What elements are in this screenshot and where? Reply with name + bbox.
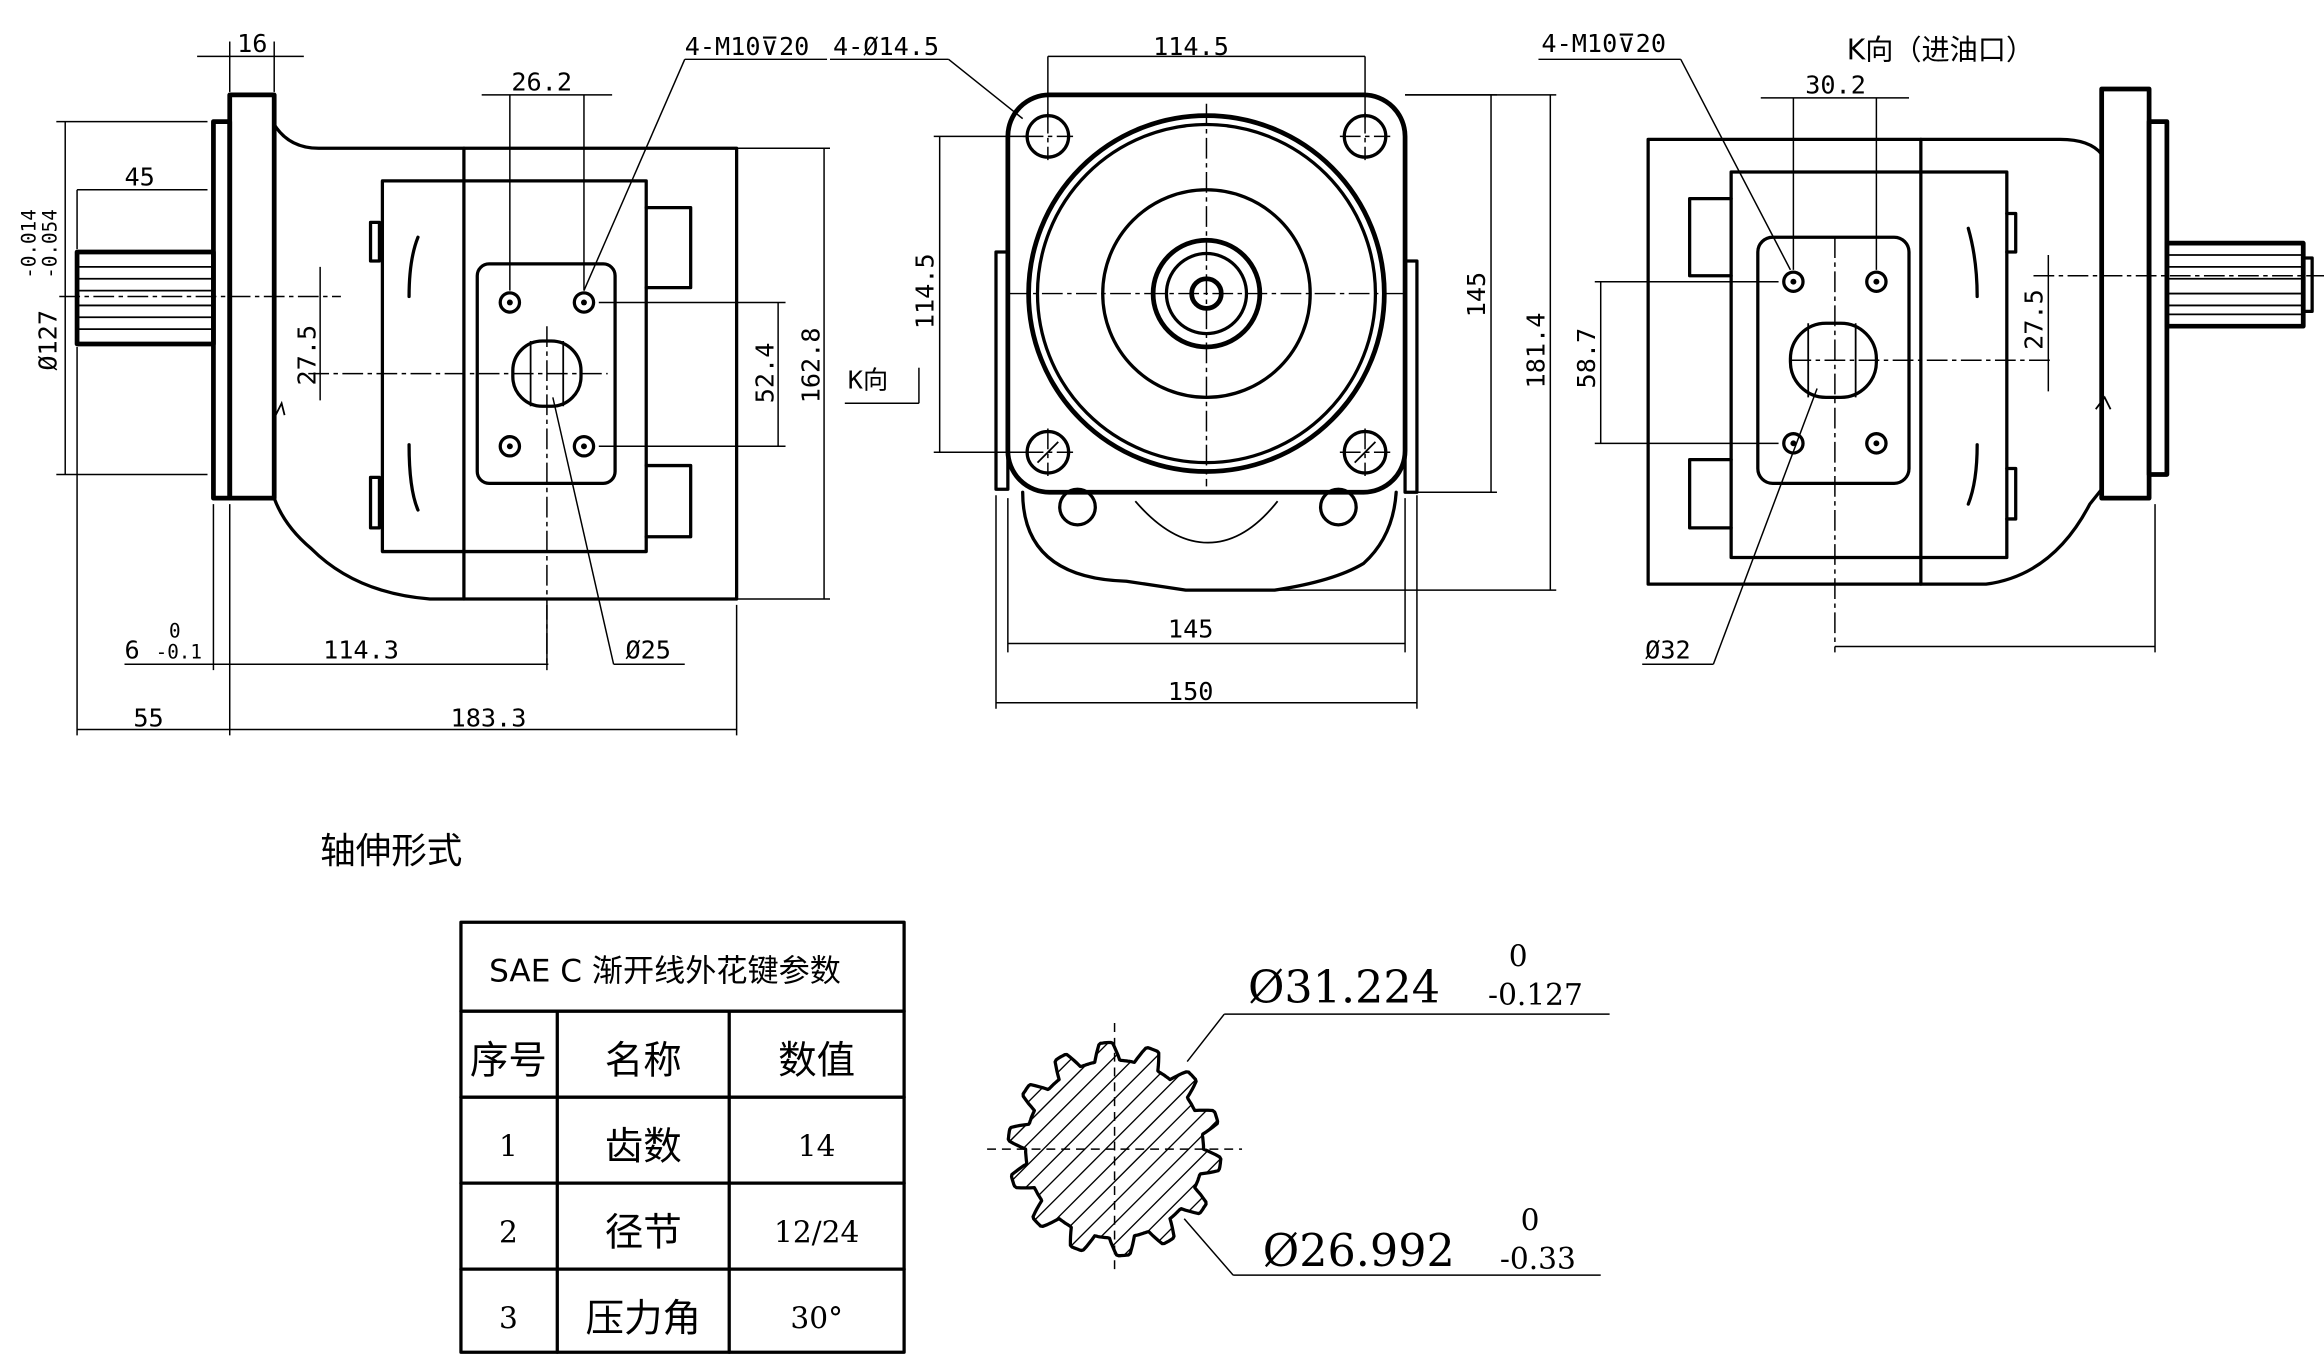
table-cell: 2 bbox=[499, 1214, 518, 1249]
dim-port-pos-left: 114.3 bbox=[323, 635, 399, 664]
table-cell: 径节 bbox=[605, 1210, 682, 1255]
relief-arc-bottom bbox=[407, 443, 420, 512]
body-plate bbox=[380, 179, 648, 554]
front-view bbox=[994, 92, 1419, 592]
rear-cover-arc bbox=[1134, 500, 1279, 544]
left-nub-bottom bbox=[368, 475, 382, 530]
shaft-spline-lines bbox=[77, 265, 214, 331]
dim-body-height-left: 162.8 bbox=[797, 327, 826, 403]
dim-offset-left: 27.5 bbox=[293, 325, 322, 386]
dim-port-height-left: 52.4 bbox=[751, 343, 780, 404]
hatch-line bbox=[1117, 1042, 1221, 1256]
side-view bbox=[59, 92, 739, 668]
spline-profile bbox=[1006, 1040, 1223, 1258]
port-bolts-left bbox=[498, 291, 596, 458]
spline-table bbox=[459, 920, 906, 1354]
dim-shaft-ext: 55 bbox=[133, 704, 163, 733]
lug-top-k bbox=[1688, 197, 1733, 278]
dim-pilot-tol-up: -0.014 bbox=[18, 209, 41, 279]
table-title: SAE C 渐开线外花键参数 bbox=[489, 954, 841, 990]
spline-outer-dia: Ø31.224 bbox=[1248, 962, 1440, 1013]
table-cell: 1 bbox=[499, 1128, 518, 1163]
table-header-name: 名称 bbox=[605, 1038, 682, 1083]
table-cell: 3 bbox=[499, 1300, 518, 1335]
side-view-dimensions bbox=[56, 41, 830, 736]
body-plate-k bbox=[1729, 170, 2009, 560]
rear-cover bbox=[1021, 490, 1398, 592]
dim-flange-h: 145 bbox=[1462, 272, 1491, 318]
k-view-dimensions bbox=[1538, 58, 2156, 665]
dim-shaft-len: 45 bbox=[124, 162, 154, 191]
spline-dimensions bbox=[1183, 1013, 1610, 1276]
lug-bottom bbox=[644, 463, 693, 539]
hatch-line bbox=[1008, 1042, 1116, 1256]
dim-port-dia-left: Ø25 bbox=[625, 635, 670, 664]
housing-k bbox=[1646, 137, 2104, 586]
table-cell: 14 bbox=[798, 1128, 836, 1163]
table-header-index: 序号 bbox=[470, 1038, 547, 1083]
spline-root-dia: Ø26.992 bbox=[1263, 1226, 1455, 1277]
table-header-value: 数值 bbox=[778, 1038, 855, 1083]
dim-body-w: 145 bbox=[1168, 615, 1213, 644]
dim-flange-step-lo: -0.1 bbox=[156, 640, 202, 663]
dim-body-h: 181.4 bbox=[1521, 313, 1550, 389]
spline-root-tol-lo: -0.33 bbox=[1500, 1241, 1576, 1276]
spline-outer-tol-up: 0 bbox=[1509, 939, 1528, 974]
lug-top bbox=[644, 205, 693, 290]
dim-port-dia-right: Ø32 bbox=[1645, 635, 1690, 664]
lug-bottom-k bbox=[1688, 457, 1733, 530]
dim-flange-thk: 16 bbox=[237, 29, 267, 58]
rotation-mark bbox=[274, 400, 286, 416]
k-view-arrow-label: K向 bbox=[848, 365, 888, 394]
dim-bolt-pitch-h: 114.5 bbox=[1153, 32, 1229, 61]
dim-total-w: 150 bbox=[1168, 677, 1213, 706]
dim-port-spacing-left: 26.2 bbox=[511, 67, 572, 96]
dim-port-spacing-right: 30.2 bbox=[1805, 70, 1866, 99]
pilot-ring-k bbox=[2146, 119, 2170, 477]
left-nub-top bbox=[368, 220, 382, 263]
k-view-title: K向（进油口） bbox=[1847, 33, 2034, 66]
mounting-flange-k bbox=[2099, 86, 2152, 501]
section-title: 轴伸形式 bbox=[320, 831, 462, 872]
spline-root-tol-up: 0 bbox=[1521, 1203, 1540, 1238]
table-cell: 齿数 bbox=[605, 1124, 682, 1169]
pump-housing bbox=[272, 122, 739, 601]
dim-thread-right: 4-M10⊽20 bbox=[1541, 29, 1666, 58]
dim-flange-step-up: 0 bbox=[169, 620, 181, 643]
dim-offset-right: 27.5 bbox=[2019, 289, 2048, 350]
spline-outer-tol-lo: -0.127 bbox=[1488, 977, 1583, 1012]
pilot-ring bbox=[211, 119, 233, 501]
dim-port-height-right: 58.7 bbox=[1572, 328, 1601, 389]
dim-pilot-tol-lo: -0.054 bbox=[38, 209, 61, 279]
k-view bbox=[1646, 86, 2324, 653]
dim-bolt-holes: 4-Ø14.5 bbox=[833, 32, 939, 61]
rear-bolt-heads bbox=[1058, 487, 1358, 527]
dim-total-len: 183.3 bbox=[451, 704, 527, 733]
table-cell: 12/24 bbox=[774, 1214, 859, 1249]
dim-thread-left: 4-M10⊽20 bbox=[685, 32, 810, 61]
dim-bolt-pitch-v: 114.5 bbox=[911, 253, 940, 329]
front-view-dimensions bbox=[829, 55, 1557, 709]
shaft-outline bbox=[74, 249, 216, 347]
relief-arc-top bbox=[407, 235, 420, 299]
dim-pilot-dia: Ø127 bbox=[33, 310, 62, 371]
table-cell: 30° bbox=[790, 1300, 843, 1335]
dim-flange-step-val: 6 bbox=[124, 635, 139, 664]
table-cell: 压力角 bbox=[585, 1296, 701, 1341]
